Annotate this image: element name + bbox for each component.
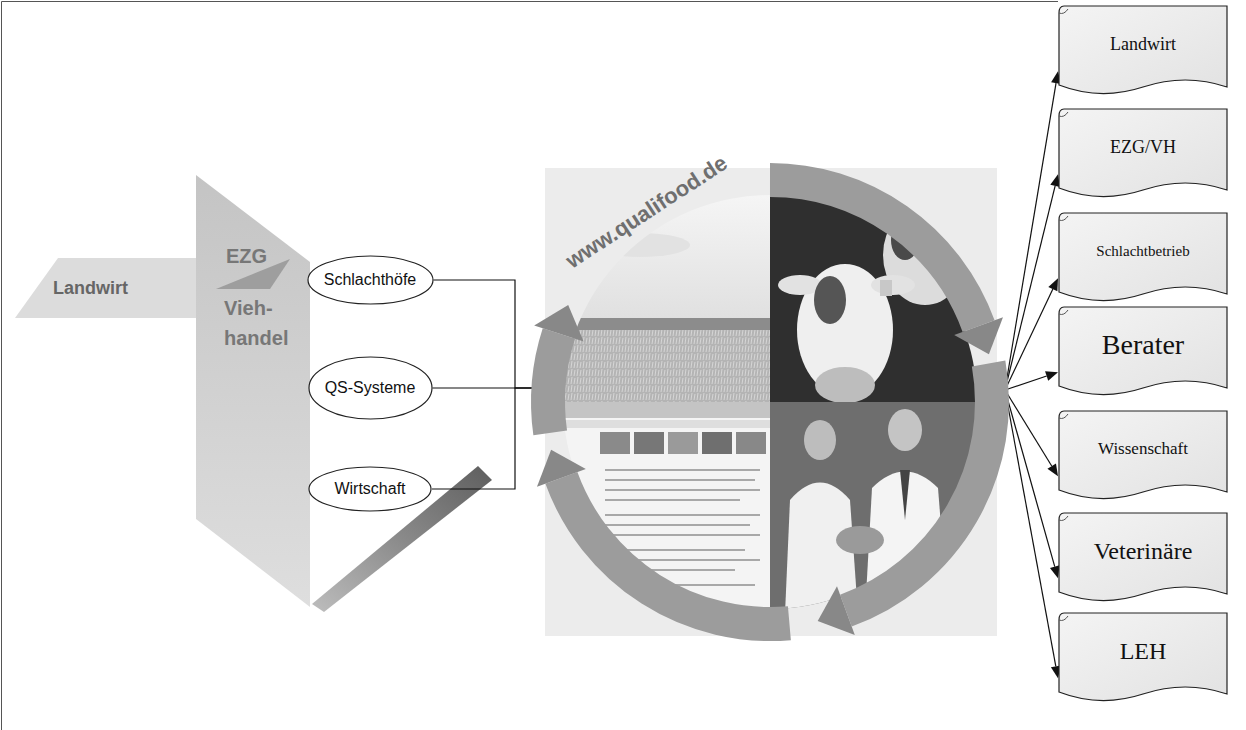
connector bbox=[1005, 390, 1060, 578]
shaded-stripe bbox=[312, 466, 492, 612]
frame-line bbox=[2, 2, 1059, 730]
connector bbox=[1005, 174, 1060, 390]
connector-line bbox=[432, 388, 535, 489]
connector bbox=[1005, 371, 1058, 390]
target-document: EZG/VH bbox=[1058, 108, 1228, 200]
connector bbox=[1005, 71, 1061, 390]
node-label: Landwirt bbox=[1110, 34, 1176, 55]
node-label: EZG/VH bbox=[1110, 137, 1176, 158]
node-label: Landwirt bbox=[53, 278, 128, 299]
connector-line bbox=[1005, 390, 1055, 567]
connector bbox=[1005, 278, 1058, 390]
target-document: LEH bbox=[1058, 612, 1228, 704]
connector-line bbox=[1005, 289, 1053, 390]
target-document: Schlachtbetrieb bbox=[1058, 212, 1228, 304]
node-label: Veterinäre bbox=[1094, 538, 1193, 565]
node-label: Wirtschaft bbox=[334, 480, 405, 498]
node-label: EZG bbox=[226, 245, 296, 268]
target-document: Veterinäre bbox=[1058, 512, 1228, 604]
connector-line bbox=[1005, 390, 1056, 666]
node-label: Vieh- handel bbox=[224, 293, 304, 353]
node-label: Berater bbox=[1102, 329, 1184, 361]
node-label: QS-Systeme bbox=[325, 379, 416, 397]
node-label: Schlachthöfe bbox=[324, 271, 417, 289]
source-ellipse: QS-Systeme bbox=[308, 356, 433, 420]
target-document: Landwirt bbox=[1058, 5, 1228, 97]
connector bbox=[1005, 390, 1061, 678]
connector bbox=[432, 388, 535, 489]
arrowhead bbox=[1045, 371, 1058, 380]
target-document: Berater bbox=[1058, 306, 1228, 398]
target-document: Wissenschaft bbox=[1058, 410, 1228, 502]
node-outline bbox=[196, 175, 310, 607]
connector-line bbox=[1005, 376, 1047, 390]
arrowhead bbox=[1050, 565, 1060, 578]
qualifood-cycle: www.qualifood.de bbox=[535, 162, 1005, 642]
node-label: Wissenschaft bbox=[1098, 439, 1188, 459]
connector-line bbox=[1005, 186, 1055, 390]
node-label: Schlachtbetrieb bbox=[1096, 243, 1189, 260]
connector bbox=[434, 280, 536, 388]
node-label: www.qualifood.de bbox=[561, 150, 732, 274]
livestock-trade-band: EZG Vieh- handel bbox=[196, 175, 310, 607]
arrowhead bbox=[1048, 278, 1058, 291]
source-ellipse: Schlachthöfe bbox=[307, 255, 434, 305]
arrowhead bbox=[1047, 463, 1058, 476]
cycle-arrowheads bbox=[534, 305, 1003, 635]
node-label: LEH bbox=[1120, 638, 1167, 665]
connector-line bbox=[1005, 83, 1056, 390]
connector-line bbox=[434, 280, 536, 388]
source-ellipse: Wirtschaft bbox=[308, 466, 432, 512]
